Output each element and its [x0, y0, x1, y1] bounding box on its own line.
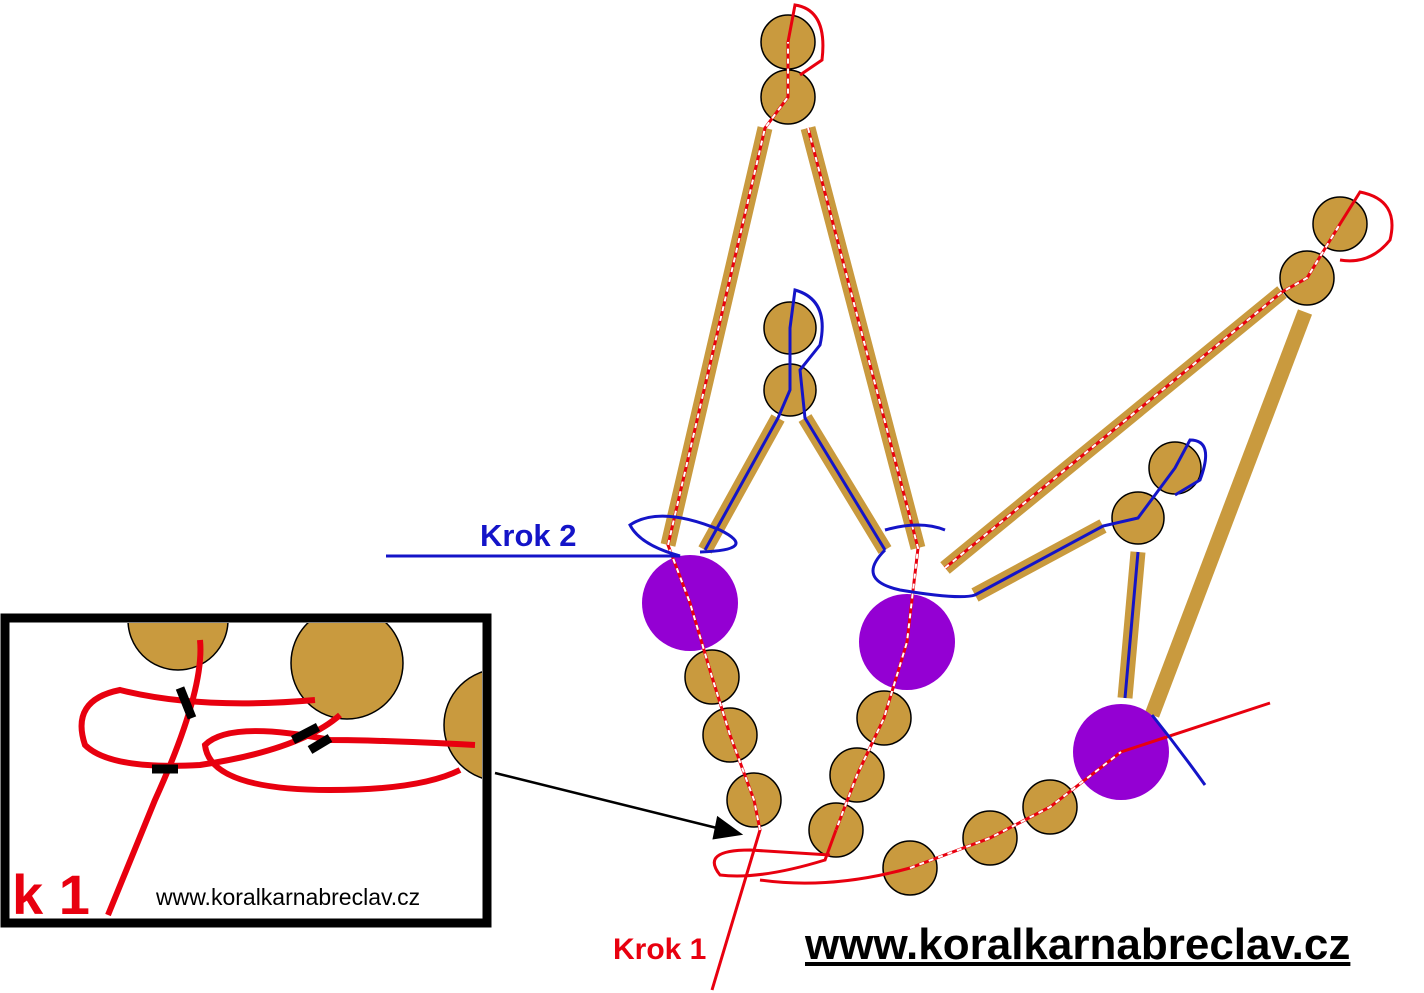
- thread-dashes: [666, 42, 1341, 869]
- inset-caption: k 1: [12, 863, 90, 926]
- arrow-head: [712, 815, 744, 840]
- seed-beads: [684, 14, 1368, 896]
- thread-step2: [386, 288, 1208, 786]
- website-link[interactable]: www.koralkarnabreclav.cz: [805, 920, 1351, 969]
- step1-label: Krok 1: [613, 933, 707, 966]
- arrow: [494, 771, 744, 840]
- inset-website: www.koralkarnabreclav.cz: [156, 884, 421, 910]
- inset-detail: [0, 613, 492, 928]
- bugle-beads: [660, 126, 1313, 718]
- step2-label: Krok 2: [480, 518, 577, 553]
